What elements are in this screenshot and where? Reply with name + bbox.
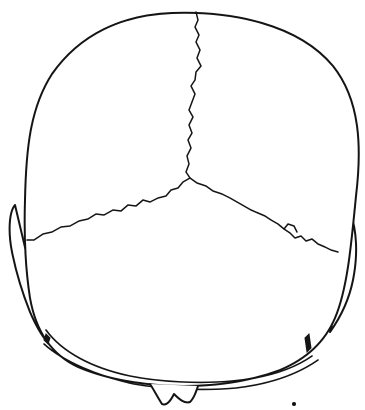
speck-mark: [293, 403, 296, 406]
cranial-vault-outline: [25, 13, 359, 386]
occipital-notch: [150, 384, 198, 405]
